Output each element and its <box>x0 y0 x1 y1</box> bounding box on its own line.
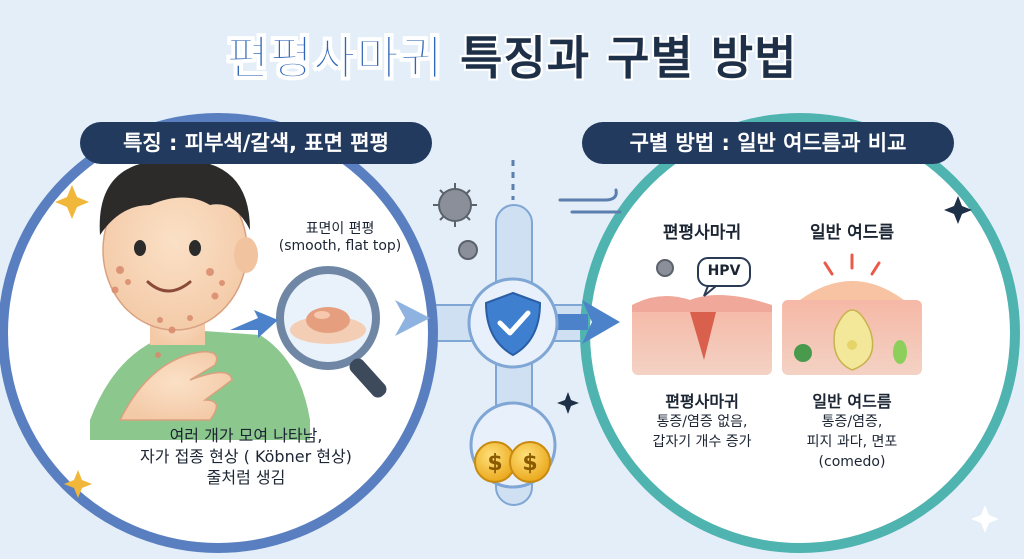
wart-desc-line1: 통증/염증 없음, <box>656 414 748 430</box>
magnifier-label-line1: 표면이 편평 <box>305 221 375 237</box>
acne-desc-line1: 통증/염증, <box>821 414 883 430</box>
magnifier-icon <box>276 266 387 398</box>
acne-description: 일반 여드름 통증/염증, 피지 과다, 면포 (comedo) <box>772 392 932 472</box>
left-desc-line3: 줄처럼 생김 <box>206 468 286 487</box>
boy-illustration <box>90 159 310 440</box>
acne-heading: 일반 여드름 <box>809 223 895 243</box>
left-desc-line1: 여러 개가 모여 나타남, <box>169 426 323 445</box>
acne-title: 일반 여드름 <box>812 392 892 411</box>
magnifier-label: 표면이 편평 (smooth, flat top) <box>240 218 440 254</box>
svg-text:$: $ <box>522 451 537 476</box>
acne-desc-line2: 피지 과다, 면포 <box>806 434 898 450</box>
coin-icon: $ $ <box>469 401 557 489</box>
left-description: 여러 개가 모여 나타남, 자가 접종 현상 ( Köbner 현상) 줄처럼 … <box>96 425 396 488</box>
left-section-pill: 특징 : 피부색/갈색, 표면 편평 <box>80 122 432 164</box>
wart-heading: 편평사마귀 <box>662 223 742 243</box>
shield-check-icon <box>467 277 559 369</box>
right-section-pill: 구별 방법 : 일반 여드름과 비교 <box>582 122 954 164</box>
wart-description: 편평사마귀 통증/염증 없음, 갑자기 개수 증가 <box>612 392 792 452</box>
acne-diagram <box>782 253 922 375</box>
wart-title: 편평사마귀 <box>665 392 739 411</box>
acne-desc-line3: (comedo) <box>818 454 886 470</box>
sparkle-icon <box>55 185 92 498</box>
wart-desc-line2: 갑자기 개수 증가 <box>652 434 752 450</box>
page-title: 편평사마귀 특징과 구별 방법 <box>0 22 1024 88</box>
svg-text:$: $ <box>487 451 502 476</box>
left-desc-line2: 자가 접종 현상 ( Köbner 현상) <box>140 447 352 466</box>
wart-diagram <box>632 295 772 375</box>
virus-spikes <box>433 183 477 227</box>
title-highlight: 편평사마귀 <box>226 31 444 86</box>
hpv-label: HPV <box>707 263 741 279</box>
wind-icon <box>558 188 622 214</box>
title-rest: 특징과 구별 방법 <box>460 31 798 85</box>
hpv-bubble <box>697 257 751 297</box>
magnifier-label-line2: (smooth, flat top) <box>278 238 402 254</box>
